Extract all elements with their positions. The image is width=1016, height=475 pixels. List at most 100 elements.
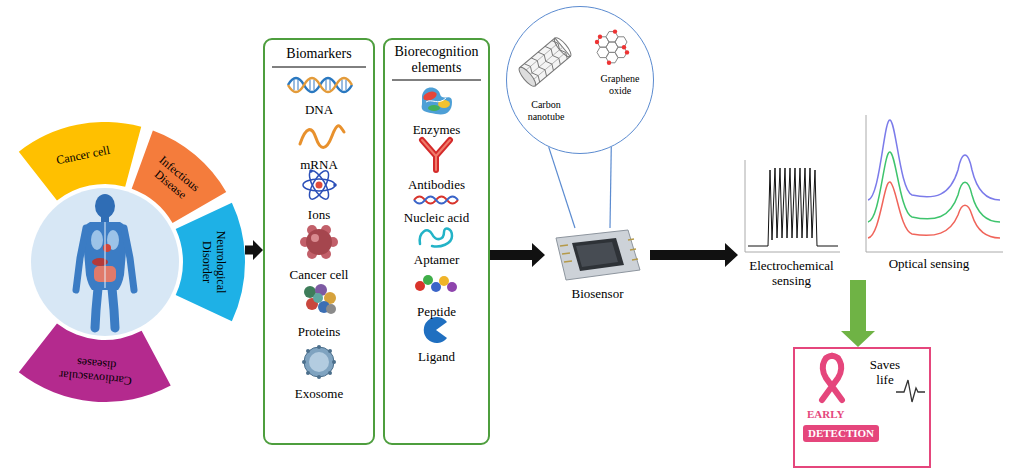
disease-band: Neurological Disorder xyxy=(175,202,245,322)
ion-atom-icon-part xyxy=(306,168,332,202)
cancer-cell-icon-part xyxy=(306,229,332,255)
item-label: Nucleic acid xyxy=(387,210,486,225)
item-label: Ligand xyxy=(387,349,486,364)
human-figure-part xyxy=(95,194,115,218)
band-fill xyxy=(132,130,227,223)
human-figure-part xyxy=(124,228,134,290)
nucleic-acid-icon xyxy=(414,197,458,204)
biorecognition-panel: Biorecognition elementsEnzymesAntibodies… xyxy=(383,38,490,445)
biosensor-chip-icon xyxy=(556,230,640,280)
peptide-icon-part xyxy=(439,276,449,286)
item-label: Peptide xyxy=(387,304,486,319)
biosensor-node: Biosensor xyxy=(545,228,650,306)
peptide-icon-part xyxy=(415,281,425,291)
item-label: Antibodies xyxy=(387,177,486,192)
graphene-oxide-icon-part xyxy=(613,29,617,33)
exosome-icon-part xyxy=(306,371,310,375)
item-label: DNA xyxy=(267,102,371,117)
item-label: Exosome xyxy=(267,386,371,401)
material-label: Graphene oxide xyxy=(591,73,649,97)
electrochemical-node: Electrochemical sensing xyxy=(738,155,845,295)
ion-atom-icon-part xyxy=(316,182,323,189)
graphene-oxide-icon-part xyxy=(598,35,602,39)
heading-underline xyxy=(392,80,481,81)
pink-ribbon-icon-part xyxy=(822,356,842,400)
exosome-icon-part xyxy=(317,345,321,349)
leader-connector xyxy=(610,147,611,228)
peptide-icon-part xyxy=(447,282,457,292)
human-figure-part xyxy=(92,258,108,266)
biomarker-panel: BiomarkersDNA mRNA IonsCancer cellProteins… xyxy=(263,38,375,445)
peptide-icon-part xyxy=(423,275,433,285)
enzyme-icon-part xyxy=(426,98,446,102)
antibody-icon-part xyxy=(422,140,450,170)
optical-graph xyxy=(866,115,1003,252)
pink-ribbon-icon xyxy=(822,356,842,400)
exosome-icon-part xyxy=(302,360,306,364)
ligand-icon-part xyxy=(424,317,447,343)
item-label: mRNA xyxy=(267,157,371,172)
enzyme-icon-part xyxy=(428,105,440,111)
optical-graph-part xyxy=(868,152,1000,222)
protein-icon-part xyxy=(313,293,323,303)
dna-icon-part xyxy=(288,78,352,92)
protein-icon xyxy=(304,284,336,314)
exosome-icon-part xyxy=(317,375,321,379)
item-label: Ions xyxy=(267,207,371,222)
ion-atom-icon-part xyxy=(306,168,332,202)
optical-graph-part xyxy=(868,182,1000,238)
peptide-icon-part xyxy=(431,282,441,292)
optical-graph-part xyxy=(866,115,1003,252)
biosensor-chip-icon-part xyxy=(572,238,624,271)
biosensor-chip-icon-part xyxy=(560,239,638,262)
graphene-oxide-icon-part xyxy=(622,45,626,49)
graphene-oxide-icon-part xyxy=(607,61,611,65)
carbon-nanotube-icon-part xyxy=(552,35,574,59)
item-label: Aptamer xyxy=(387,252,486,267)
optical-graph-part xyxy=(868,120,1000,200)
banner-word: DETECTION xyxy=(803,425,879,442)
nucleic-acid-icon-part xyxy=(414,197,458,204)
peptide-icon xyxy=(415,275,457,292)
protein-icon-part xyxy=(326,304,336,314)
heading-underline xyxy=(272,67,366,68)
block-arrow xyxy=(650,243,738,267)
human-figure xyxy=(31,188,179,336)
block-arrow xyxy=(245,240,263,260)
cancer-cell-icon-part xyxy=(311,234,319,242)
block-arrow xyxy=(841,280,875,347)
panel-heading: Biomarkers xyxy=(267,46,371,62)
exosome-icon xyxy=(302,345,336,379)
antibody-icon-part xyxy=(422,140,450,170)
enzyme-icon xyxy=(422,88,452,115)
heartbeat-line xyxy=(896,380,925,402)
disease-band: Cancer cell xyxy=(18,122,142,201)
item-label: Proteins xyxy=(267,324,371,339)
carbon-nanotube-icon-part xyxy=(517,65,539,89)
disease-band: Infectious Disease xyxy=(131,130,227,223)
biosensor-chip-icon-part xyxy=(576,242,618,267)
ion-atom-icon-part xyxy=(333,183,337,187)
enzyme-icon-part xyxy=(422,90,438,102)
method-label: Optical sensing xyxy=(852,256,1006,271)
exosome-icon-part xyxy=(332,360,336,364)
human-figure-part xyxy=(76,228,86,290)
enzyme-icon-part xyxy=(422,88,452,115)
heartbeat-line-part xyxy=(896,380,925,402)
item-label: Cancer cell xyxy=(267,267,371,282)
band-fill xyxy=(176,203,245,321)
ion-atom-icon xyxy=(303,168,337,202)
band-label: Neurological Disorder xyxy=(200,224,228,300)
exosome-icon-part xyxy=(328,349,332,353)
electrochemical-graph-part xyxy=(748,168,838,246)
band-fill xyxy=(19,323,171,402)
dna-icon-part xyxy=(288,78,352,92)
material-label: Carbon nanotube xyxy=(516,99,576,123)
human-figure-part xyxy=(103,244,111,252)
exosome-icon-part xyxy=(309,352,329,372)
leader-connector xyxy=(549,147,575,228)
aptamer-icon-part xyxy=(420,229,452,247)
human-figure-part xyxy=(112,288,115,328)
block-arrow xyxy=(490,243,545,267)
